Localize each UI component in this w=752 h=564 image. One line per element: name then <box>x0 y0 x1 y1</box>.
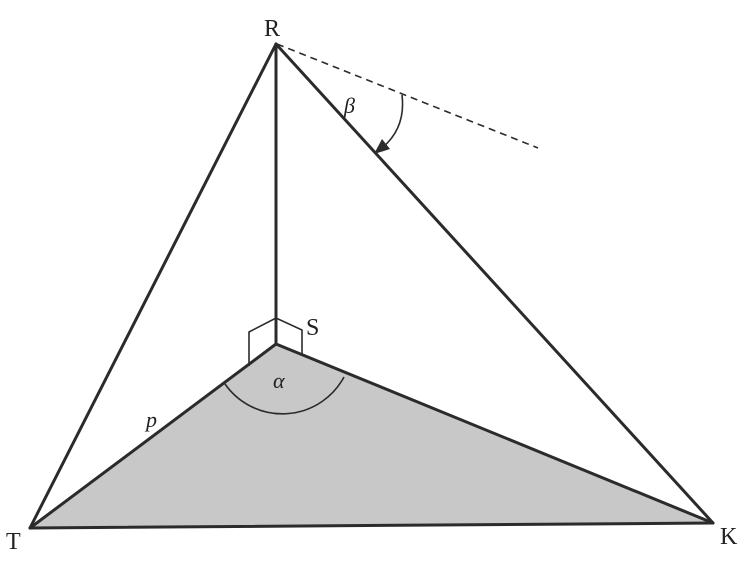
edge-ts <box>28 342 278 530</box>
edge-rt <box>28 42 278 530</box>
base-triangle-tsk <box>30 344 713 528</box>
dashed-reference-line <box>276 43 539 149</box>
angle-beta-arrowhead <box>374 139 390 154</box>
point-label-r: R <box>264 16 280 42</box>
angle-label-alpha: α <box>273 368 285 393</box>
segment-label-p: p <box>144 407 157 432</box>
point-label-k: K <box>720 524 738 550</box>
edge-rk <box>274 42 715 525</box>
angle-beta-arc <box>381 94 404 149</box>
angle-label-beta: β <box>343 93 355 118</box>
edge-sk <box>274 342 715 525</box>
point-label-s: S <box>306 315 319 341</box>
angle-alpha-arc <box>224 376 345 415</box>
edge-tk <box>28 521 715 530</box>
point-label-t: T <box>6 529 21 555</box>
